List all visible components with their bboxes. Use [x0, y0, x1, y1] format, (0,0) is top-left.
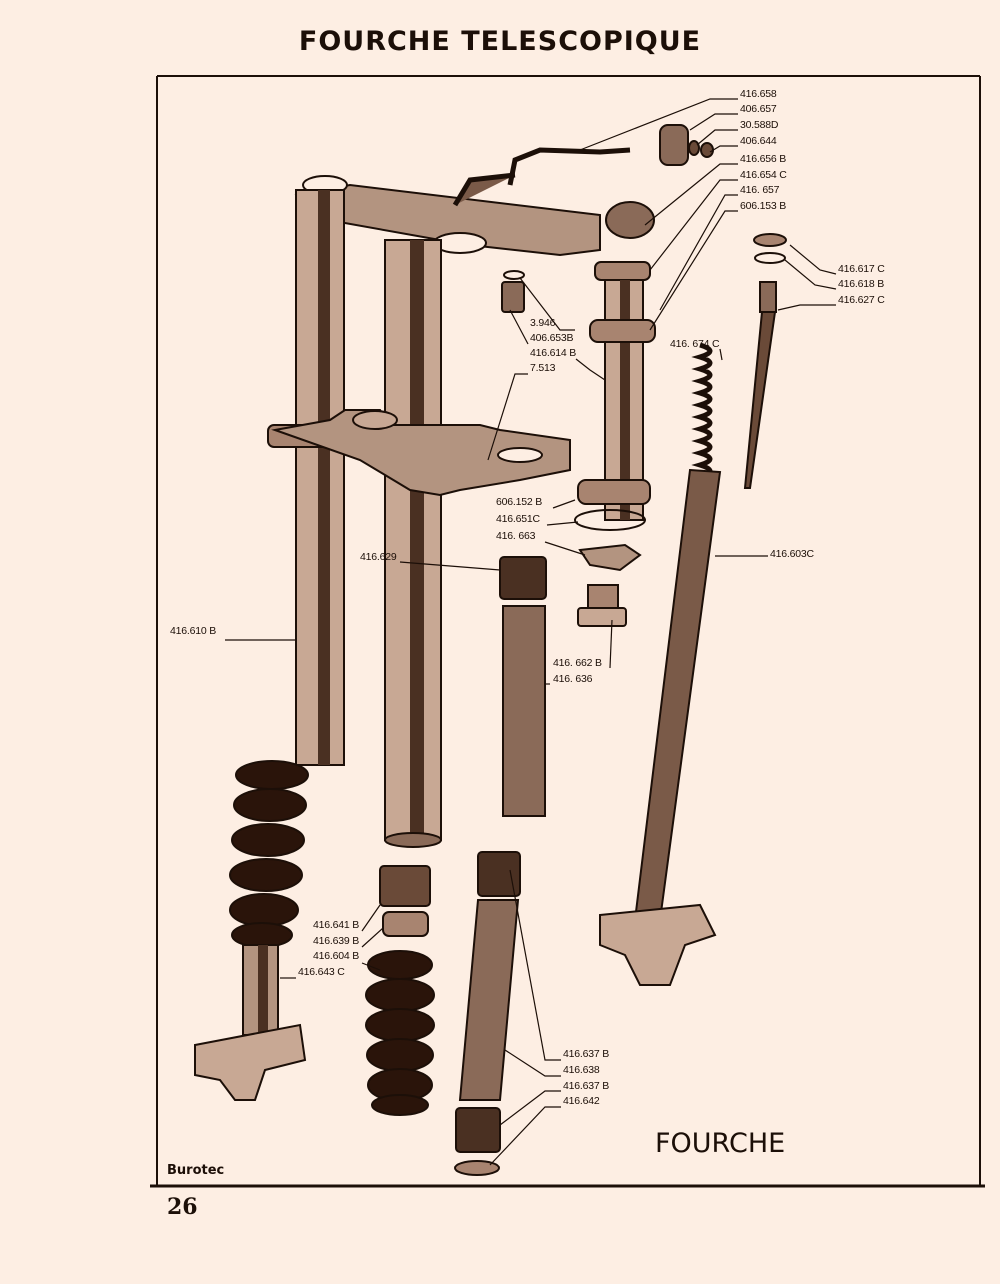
part-label: 416.643 C [298, 966, 345, 978]
part-label: 406.657 [740, 103, 777, 115]
part-label: 416.658 [740, 88, 777, 100]
part-label: 416.629 [360, 551, 397, 563]
part-label: 416.604 B [313, 950, 360, 962]
lower-crown [271, 409, 571, 497]
part-label: 416.651C [496, 513, 540, 525]
part-label: 416.610 B [170, 625, 217, 637]
part-label: 416.637 B [563, 1080, 610, 1092]
part-label: 406.644 [740, 135, 777, 147]
part-label: 416.614 B [530, 347, 577, 359]
part-label: 416.638 [563, 1064, 600, 1076]
part-label: 406.653B [530, 332, 574, 344]
part-label: 416.656 B [740, 153, 787, 165]
part-label: 416. 636 [553, 673, 593, 685]
part-label: 30.588D [740, 119, 779, 131]
left-bellows [229, 760, 309, 948]
diagram-caption: FOURCHE [655, 1128, 786, 1159]
bushes-and-tubes [379, 556, 547, 1176]
steering-stem [574, 201, 656, 627]
part-label: 416.617 C [838, 263, 885, 275]
part-label: 416.627 C [838, 294, 885, 306]
damper-rod-assembly [599, 233, 787, 986]
brand-mark: Burotec [167, 1163, 225, 1178]
part-label: 3.946 [530, 317, 556, 329]
small-nut [501, 270, 525, 313]
left-fork-leg [194, 189, 345, 1101]
page-number: 26 [167, 1194, 198, 1220]
part-label: 416. 662 B [553, 657, 602, 669]
right-bellows [365, 950, 435, 1116]
part-label: 7.513 [530, 362, 556, 374]
part-label: 416. 657 [740, 184, 780, 196]
part-label: 416.618 B [838, 278, 885, 290]
part-label: 416.637 B [563, 1048, 610, 1060]
part-label: 416. 674 C [670, 338, 720, 350]
part-label: 416.639 B [313, 935, 360, 947]
clamp-parts [507, 124, 714, 186]
right-stanchion [384, 239, 442, 848]
part-label: 416.654 C [740, 169, 787, 181]
part-label: 606.152 B [496, 496, 543, 508]
part-label: 416.642 [563, 1095, 600, 1107]
leader-lines [225, 98, 837, 1166]
part-label: 416.641 B [313, 919, 360, 931]
part-label: 606.153 B [740, 200, 787, 212]
part-label: 416.603C [770, 548, 814, 560]
diagram-frame [150, 75, 985, 1188]
part-label: 416. 663 [496, 530, 536, 542]
page-title: FOURCHE TELESCOPIQUE [298, 26, 702, 57]
